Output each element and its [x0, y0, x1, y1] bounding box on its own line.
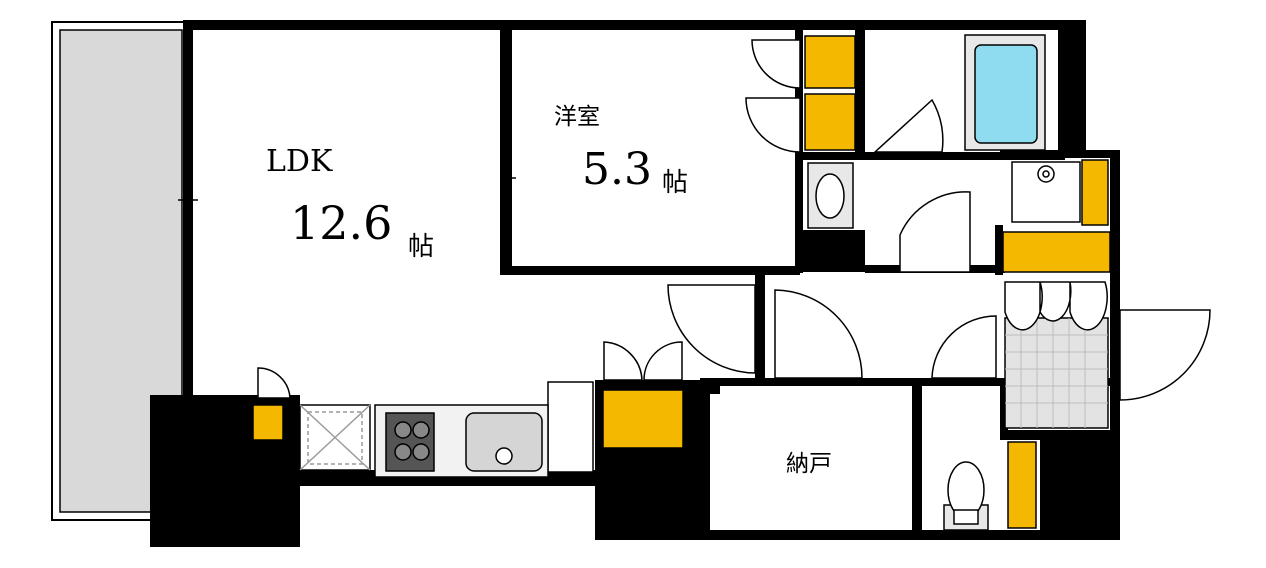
ldk-windows: [178, 88, 516, 380]
western-room-name: 洋室: [554, 104, 600, 130]
balcony: [51, 21, 185, 521]
washroom: [807, 161, 1081, 273]
toilet: [943, 461, 989, 531]
closet-doors: [745, 39, 801, 153]
closets: [252, 35, 1111, 529]
western-room-size: 5.3: [582, 144, 652, 195]
ldk-room-name: LDK: [266, 144, 333, 179]
kitchen: [299, 404, 549, 478]
ldk-size-unit: 帖: [408, 232, 435, 262]
western-size-unit: 帖: [662, 168, 689, 198]
interior-doors: [257, 284, 997, 473]
bathroom: [873, 34, 1046, 159]
storage-room-name: 納戸: [786, 451, 832, 477]
entrance-porch: [1004, 281, 1211, 429]
ldk-room-size: 12.6: [290, 196, 393, 250]
